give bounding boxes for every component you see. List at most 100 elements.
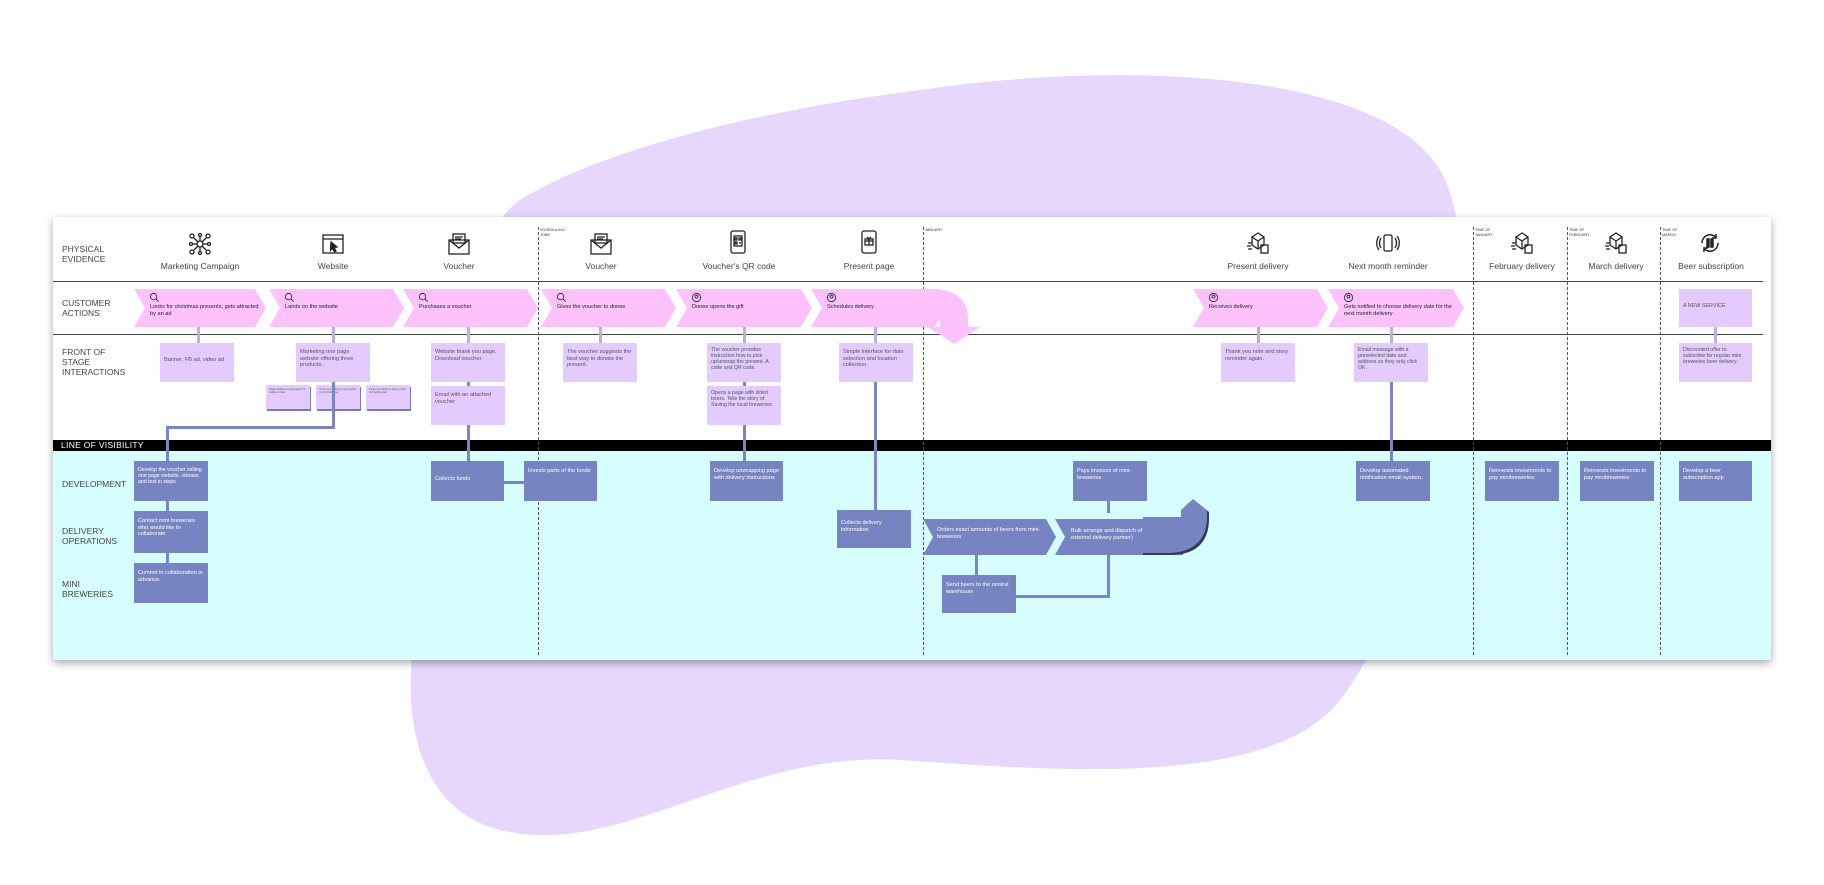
connector: [166, 426, 169, 461]
connector: [975, 555, 978, 575]
evidence-title: Marketing Campaign: [160, 261, 240, 271]
stage-label: TIME OF FEBRUARY: [1569, 228, 1590, 237]
loop-arrow: [1143, 499, 1209, 555]
customer-action-step: Donee opens the gift: [676, 289, 812, 327]
backstage-card: Invests parts of the funds: [524, 461, 597, 501]
fos-card: Discounted offer to subscribe for regula…: [1679, 343, 1752, 382]
connector: [874, 382, 877, 510]
search-person-icon: [556, 292, 567, 303]
browser-cursor-icon: [322, 234, 344, 254]
backstage-card: Collects funds: [431, 461, 504, 501]
backstage-card: Send beers to the central warehouse: [942, 575, 1016, 613]
person-shield-icon: [1208, 292, 1219, 303]
fos-card: The voucher provides instruction how to …: [707, 343, 781, 382]
fos-card: The voucher suggests the best way to don…: [563, 343, 637, 382]
customer-action-step: Receives delivery: [1193, 289, 1328, 327]
backstage-card: Develop automated notification email sys…: [1356, 461, 1430, 501]
backstage-card: Develop the voucher selling one page web…: [134, 461, 208, 501]
connector: [332, 327, 335, 343]
evidence-title: Voucher's QR code: [702, 261, 776, 271]
connector: [1714, 327, 1717, 343]
evidence-title: Present delivery: [1227, 261, 1289, 271]
connector: [874, 327, 877, 343]
qr-phone-icon: [730, 230, 746, 254]
customer-action-step: Gets notified to choose delivery date fo…: [1328, 289, 1464, 327]
person-shield-icon: [691, 292, 702, 303]
service-blueprint-board: PHYSICAL EVIDENCE CUSTOMER ACTIONS FRONT…: [53, 217, 1771, 660]
backstage-flow-step: Orders exact amounts of beers from mini-…: [923, 519, 1056, 555]
connector: [743, 382, 746, 386]
connector: [332, 382, 335, 429]
evidence-title: Present page: [843, 261, 895, 271]
person-shield-icon: [826, 292, 837, 303]
evidence-title: Website: [317, 261, 349, 271]
evidence-title: Voucher: [443, 261, 475, 271]
stage-divider: [923, 227, 924, 655]
backstage-card: Develop a beer subscription app: [1679, 461, 1752, 501]
delivery-box-icon: [1605, 232, 1627, 254]
row-label-delivery-operations: DELIVERY OPERATIONS: [62, 526, 118, 546]
connector: [743, 327, 746, 343]
connector: [1107, 555, 1110, 598]
connector: [1390, 382, 1393, 461]
row-divider: [53, 281, 1763, 282]
customer-action-step: Schedules delivery: [811, 289, 946, 327]
fos-card: Banner, FB ad, video ad: [160, 343, 234, 382]
stage-label: TIME OF JANUARY: [1475, 228, 1493, 237]
backstage-card: Pays invoices of mini-breweries: [1073, 461, 1147, 501]
connector: [166, 501, 169, 511]
connector: [467, 382, 470, 386]
connector: [743, 425, 746, 461]
backstage-card: Contact mini breweries who would like to…: [134, 511, 208, 553]
stage-label: JANUARY: [925, 228, 943, 232]
stage-divider: [1473, 227, 1474, 655]
fos-card: Thank you note and story reminder again.: [1221, 343, 1295, 382]
connector: [467, 327, 470, 343]
product-card: Three time delivery every month of a 5 b…: [316, 385, 360, 409]
envelope-icon: [590, 233, 612, 255]
subscription-icon: [1701, 234, 1719, 252]
product-card: Three time delivery every month of 5 bot…: [366, 385, 410, 409]
connector: [166, 553, 169, 563]
search-person-icon: [149, 292, 160, 303]
connector: [1107, 501, 1110, 513]
envelope-icon: [448, 233, 470, 255]
backstage-card: Reinvests investments to pay minibreweri…: [1485, 461, 1559, 501]
customer-action-step: Gives the voucher to donee: [541, 289, 676, 327]
delivery-box-icon: [1511, 232, 1533, 254]
stage-divider: [1567, 227, 1568, 655]
connector: [1390, 327, 1393, 343]
row-label-development: DEVELOPMENT: [62, 479, 127, 489]
fos-card: Simple interface for date selection and …: [839, 343, 913, 382]
product-card: Single delivery of one pack of 5 bottles…: [266, 385, 310, 409]
connector: [504, 481, 524, 484]
line-of-visibility: LINE OF VISIBILITY: [53, 440, 1771, 451]
evidence-title: Beer subscription: [1678, 261, 1744, 271]
evidence-title: Next month reminder: [1348, 261, 1428, 271]
stage-divider: [1660, 227, 1661, 655]
customer-action-step: Lands on the website: [269, 289, 404, 327]
loop-arrow: [928, 289, 980, 344]
backstage-card: Commit to collaboration in advance.: [134, 563, 208, 603]
connector: [467, 425, 470, 461]
backstage-area: [53, 450, 1771, 660]
fos-card: Opens a page with listed beers. Tells th…: [707, 386, 781, 425]
new-service-card: A NEW SERVICE: [1679, 289, 1752, 327]
connector: [1257, 327, 1260, 343]
connector: [197, 327, 200, 343]
fos-card: Email with an attached voucher: [431, 386, 505, 425]
customer-action-step: Purchases a voucher: [403, 289, 538, 327]
backstage-card: Collects delivery information: [837, 510, 911, 548]
row-label-front-of-stage: FRONT OF STAGE INTERACTIONS: [62, 347, 126, 377]
evidence-title: Voucher: [585, 261, 617, 271]
row-label-mini-breweries: MINI BREWERIES: [62, 579, 114, 599]
customer-action-step: Looks for christmas presents, gets attra…: [134, 289, 266, 327]
row-label-customer-actions: CUSTOMER ACTIONS: [62, 298, 111, 318]
evidence-title: February delivery: [1489, 261, 1555, 271]
network-icon: [188, 232, 212, 256]
stage-label: SCHEDULING JOBS: [540, 228, 565, 237]
backstage-card: Develop unwrapping page with delivery in…: [710, 461, 783, 501]
search-person-icon: [284, 292, 295, 303]
fos-card: Marketing one page website offering thre…: [296, 343, 370, 382]
fos-card: Email message with a preselected date an…: [1354, 343, 1428, 382]
